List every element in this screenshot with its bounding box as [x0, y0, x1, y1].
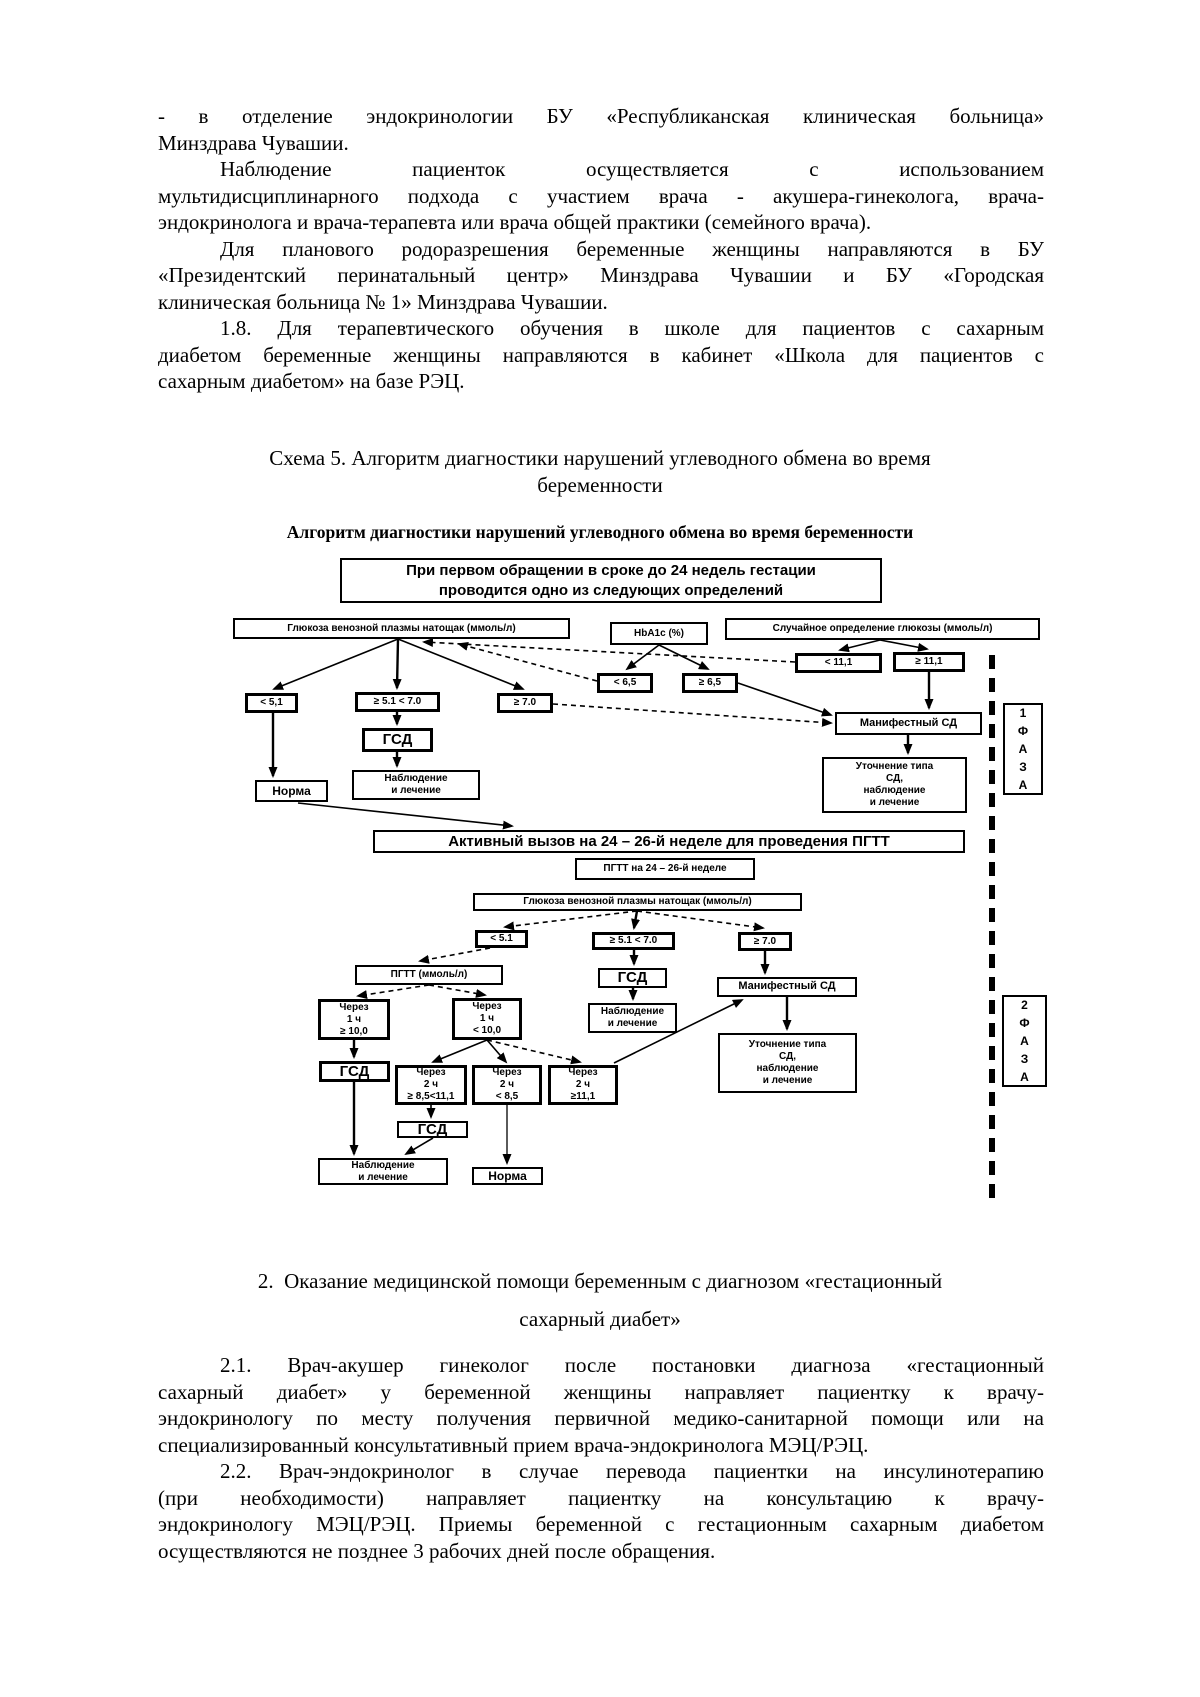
box-hba1c: HbA1c (%): [610, 622, 708, 645]
box-1h-ge-10: Через 1 ч ≥ 10,0: [318, 999, 390, 1040]
box-fasting-ge-7-0: ≥ 7.0: [497, 693, 553, 713]
box-f2-ge-7-0: ≥ 7.0: [738, 932, 792, 951]
box-2h-8-5-11-1: Через 2 ч ≥ 8,5<11,1: [395, 1065, 467, 1105]
flowchart-arrows: [268, 637, 995, 1200]
box-fasting-glucose-1: Глюкоза венозной плазмы натощак (ммоль/л…: [233, 618, 570, 639]
box-ogtt-mmol: ПГТТ (ммоль/л): [355, 965, 503, 985]
schema-caption: Схема 5. Алгоритм диагностики нарушений …: [158, 445, 1042, 498]
paragraph-line: сахарным диабетом» на базе РЭЦ.: [158, 369, 465, 393]
paragraph-line: эндокринологу по месту получения первичн…: [158, 1406, 1044, 1430]
box-ogtt-24-26: ПГТТ на 24 – 26-й неделе: [575, 858, 755, 880]
box-1h-lt-10: Через 1 ч < 10,0: [452, 998, 522, 1040]
box-2h-lt-8-5: Через 2 ч < 8,5: [472, 1065, 542, 1105]
box-normal-1: Норма: [255, 780, 328, 802]
box-fasting-5-1-7-0: ≥ 5.1 < 7.0: [355, 692, 440, 712]
box-gdm-4: ГСД: [397, 1121, 468, 1138]
box-gdm-3: ГСД: [319, 1061, 390, 1082]
paragraph-line: клиническая больница № 1» Минздрава Чува…: [158, 289, 608, 314]
flowchart: При первом обращении в сроке до 24 недел…: [180, 550, 1050, 1215]
box-fasting-lt-5-1: < 5,1: [245, 693, 298, 713]
paragraph-line: специализированный консультативный прием…: [158, 1432, 869, 1457]
box-manifest-dm-1: Манифестный СД: [835, 712, 982, 735]
paragraph-line: 1.8. Для терапевтического обучения в шко…: [220, 316, 1044, 340]
paragraph-line: Минздрава Чувашии.: [158, 130, 349, 155]
box-normal-2: Норма: [472, 1167, 543, 1185]
box-care-1: Наблюдение и лечение: [352, 770, 480, 800]
top-text-block: - в отделение эндокринологии БУ «Республ…: [158, 103, 1044, 395]
box-random-ge-11-1: ≥ 11,1: [893, 652, 965, 672]
paragraph-line: эндокринологу МЭЦ/РЭЦ. Приемы беременной…: [158, 1512, 1044, 1536]
box-f2-5-1-7-0: ≥ 5.1 < 7.0: [592, 932, 675, 950]
paragraph-line: 2.2. Врач-эндокринолог в случае перевода…: [220, 1459, 1044, 1483]
diagram-title: Алгоритм диагностики нарушений углеводно…: [286, 522, 914, 542]
phase-1-label: 1 Ф А З А: [1003, 703, 1043, 795]
box-random-lt-11-1: < 11,1: [795, 653, 882, 673]
paragraph-line: осуществляются не позднее 3 рабочих дней…: [158, 1538, 716, 1563]
paragraph-line: эндокринолога и врача-терапевта или врач…: [158, 210, 872, 234]
box-fasting-glucose-2: Глюкоза венозной плазмы натощак (ммоль/л…: [473, 893, 802, 911]
box-hba1c-ge-6-5: ≥ 6,5: [682, 673, 738, 693]
section-2-heading-line: 2. Оказание медицинской помощи беременны…: [257, 1269, 943, 1293]
paragraph-line: мультидисциплинарного подхода с участием…: [158, 183, 1044, 208]
box-2h-ge-11-1: Через 2 ч ≥11,1: [548, 1065, 618, 1105]
paragraph-line: «Президентский перинатальный центр» Минз…: [158, 263, 1044, 287]
phase-2-label: 2 Ф А З А: [1002, 995, 1047, 1087]
paragraph-line: Наблюдение пациенток осуществляется с ис…: [220, 157, 1044, 181]
box-gdm-1: ГСД: [362, 728, 433, 752]
box-active-call: Активный вызов на 24 – 26-й неделе для п…: [373, 830, 965, 853]
box-hba1c-lt-6-5: < 6,5: [597, 673, 653, 693]
box-care-2: Наблюдение и лечение: [588, 1003, 677, 1033]
bottom-text-block: 2.1. Врач-акушер гинеколог после постано…: [158, 1352, 1044, 1564]
box-clarify-type-2: Уточнение типа СД, наблюдение и лечение: [718, 1033, 857, 1093]
box-random-glucose: Случайное определение глюкозы (ммоль/л): [725, 618, 1040, 640]
box-f2-lt-5-1: < 5.1: [475, 930, 528, 948]
box-first-visit: При первом обращении в сроке до 24 недел…: [340, 558, 882, 603]
box-gdm-2: ГСД: [598, 968, 667, 988]
paragraph-line: Для планового родоразрешения беременные …: [220, 236, 1044, 261]
paragraph-line: - в отделение эндокринологии БУ «Республ…: [158, 104, 1044, 128]
section-2-heading: 2. Оказание медицинской помощи беременны…: [158, 1262, 1042, 1338]
schema-caption-line: беременности: [537, 472, 663, 497]
section-2-heading-line: сахарный диабет»: [519, 1307, 681, 1331]
paragraph-line: (при необходимости) направляет пациентку…: [158, 1485, 1044, 1510]
box-manifest-dm-2: Манифестный СД: [717, 977, 857, 997]
box-care-3: Наблюдение и лечение: [318, 1158, 448, 1185]
paragraph-line: 2.1. Врач-акушер гинеколог после постано…: [220, 1353, 1044, 1377]
box-clarify-type-1: Уточнение типа СД, наблюдение и лечение: [822, 757, 967, 813]
schema-caption-line: Схема 5. Алгоритм диагностики нарушений …: [269, 446, 931, 470]
paragraph-line: диабетом беременные женщины направляются…: [158, 342, 1044, 367]
paragraph-line: сахарный диабет» у беременной женщины на…: [158, 1379, 1044, 1404]
